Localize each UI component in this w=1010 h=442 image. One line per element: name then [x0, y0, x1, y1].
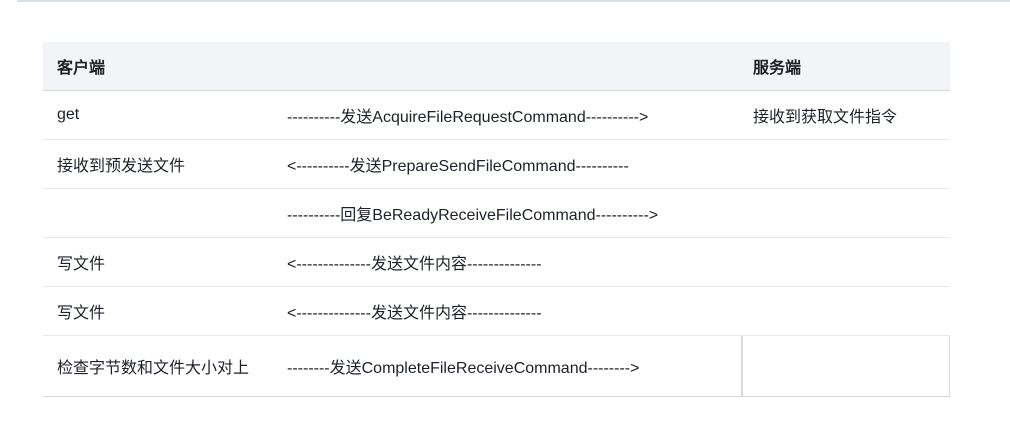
- server-cell: [742, 238, 950, 286]
- table-row: 写文件 <--------------发送文件内容--------------: [43, 238, 950, 287]
- top-divider: [17, 0, 1010, 2]
- client-cell: 接收到预发送文件: [57, 158, 186, 175]
- client-cell: 写文件: [57, 305, 106, 322]
- message-cell: ----------发送AcquireFileRequestCommand---…: [287, 109, 649, 126]
- client-cell: 写文件: [57, 256, 106, 273]
- table-row: 接收到预发送文件 <----------发送PrepareSendFileCom…: [43, 140, 950, 189]
- message-cell: <--------------发送文件内容--------------: [287, 305, 542, 322]
- server-cell: [742, 336, 950, 396]
- message-cell: --------发送CompleteFileReceiveCommand----…: [287, 336, 742, 396]
- message-cell: <----------发送PrepareSendFileCommand-----…: [287, 158, 629, 175]
- table-header-row: 客户端 服务端: [43, 42, 950, 91]
- table-row: 写文件 <--------------发送文件内容--------------: [43, 287, 950, 336]
- table-row: 检查字节数和文件大小对上 --------发送CompleteFileRecei…: [43, 336, 950, 397]
- message-cell: <--------------发送文件内容--------------: [287, 256, 542, 273]
- table-row: ----------回复BeReadyReceiveFileCommand---…: [43, 189, 950, 238]
- client-cell: 检查字节数和文件大小对上: [57, 360, 250, 377]
- table-row: get ----------发送AcquireFileRequestComman…: [43, 91, 950, 140]
- server-cell: [742, 287, 950, 335]
- client-cell: get: [57, 106, 80, 123]
- message-column-header: [287, 42, 742, 90]
- client-cell: [43, 189, 287, 237]
- message-cell: ----------回复BeReadyReceiveFileCommand---…: [287, 207, 659, 224]
- server-cell: [742, 140, 950, 188]
- server-column-header: 服务端: [753, 60, 802, 77]
- protocol-sequence-table: 客户端 服务端 get ----------发送AcquireFileReque…: [43, 42, 950, 397]
- server-cell: [742, 189, 950, 237]
- client-column-header: 客户端: [57, 60, 106, 77]
- server-cell: 接收到获取文件指令: [753, 109, 898, 126]
